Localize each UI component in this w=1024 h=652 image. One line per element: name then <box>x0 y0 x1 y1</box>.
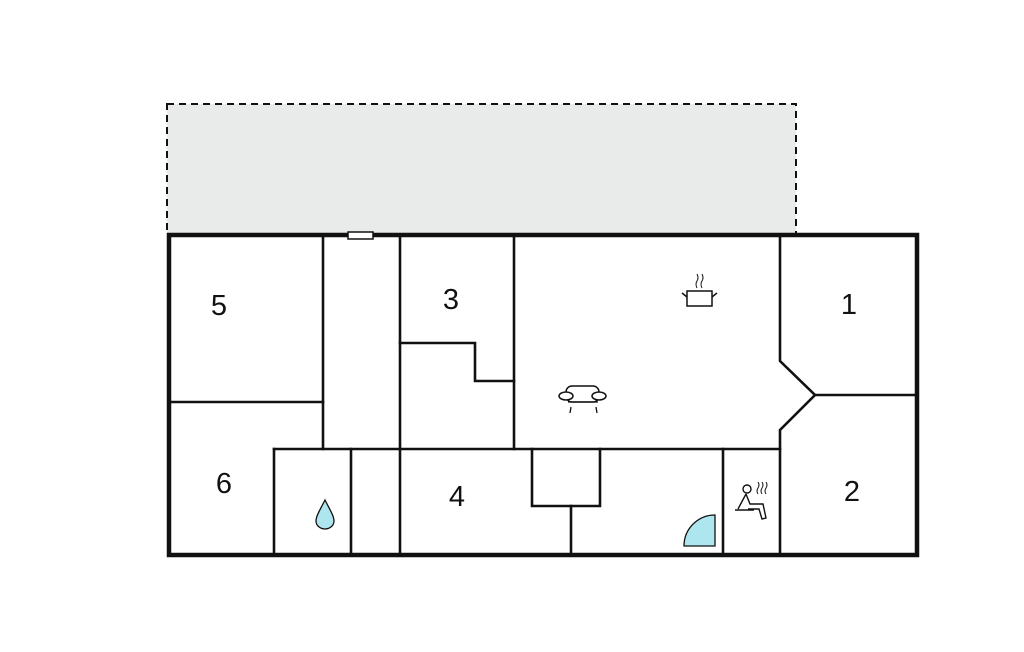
shower-icon <box>683 514 716 547</box>
kitchen-pot-icon <box>681 273 718 307</box>
interior-walls <box>168 234 918 556</box>
room-label-1: 1 <box>841 289 857 321</box>
window <box>347 231 374 240</box>
sofa-icon <box>558 385 607 414</box>
water-drop-icon <box>315 498 335 530</box>
terrace <box>166 103 797 235</box>
room-label-2: 2 <box>844 476 860 508</box>
room-label-3: 3 <box>443 284 459 316</box>
sauna-icon <box>735 481 768 520</box>
room-label-6: 6 <box>216 468 232 500</box>
outer-wall <box>166 232 920 558</box>
room-label-5: 5 <box>211 290 227 322</box>
room-label-4: 4 <box>449 481 465 513</box>
